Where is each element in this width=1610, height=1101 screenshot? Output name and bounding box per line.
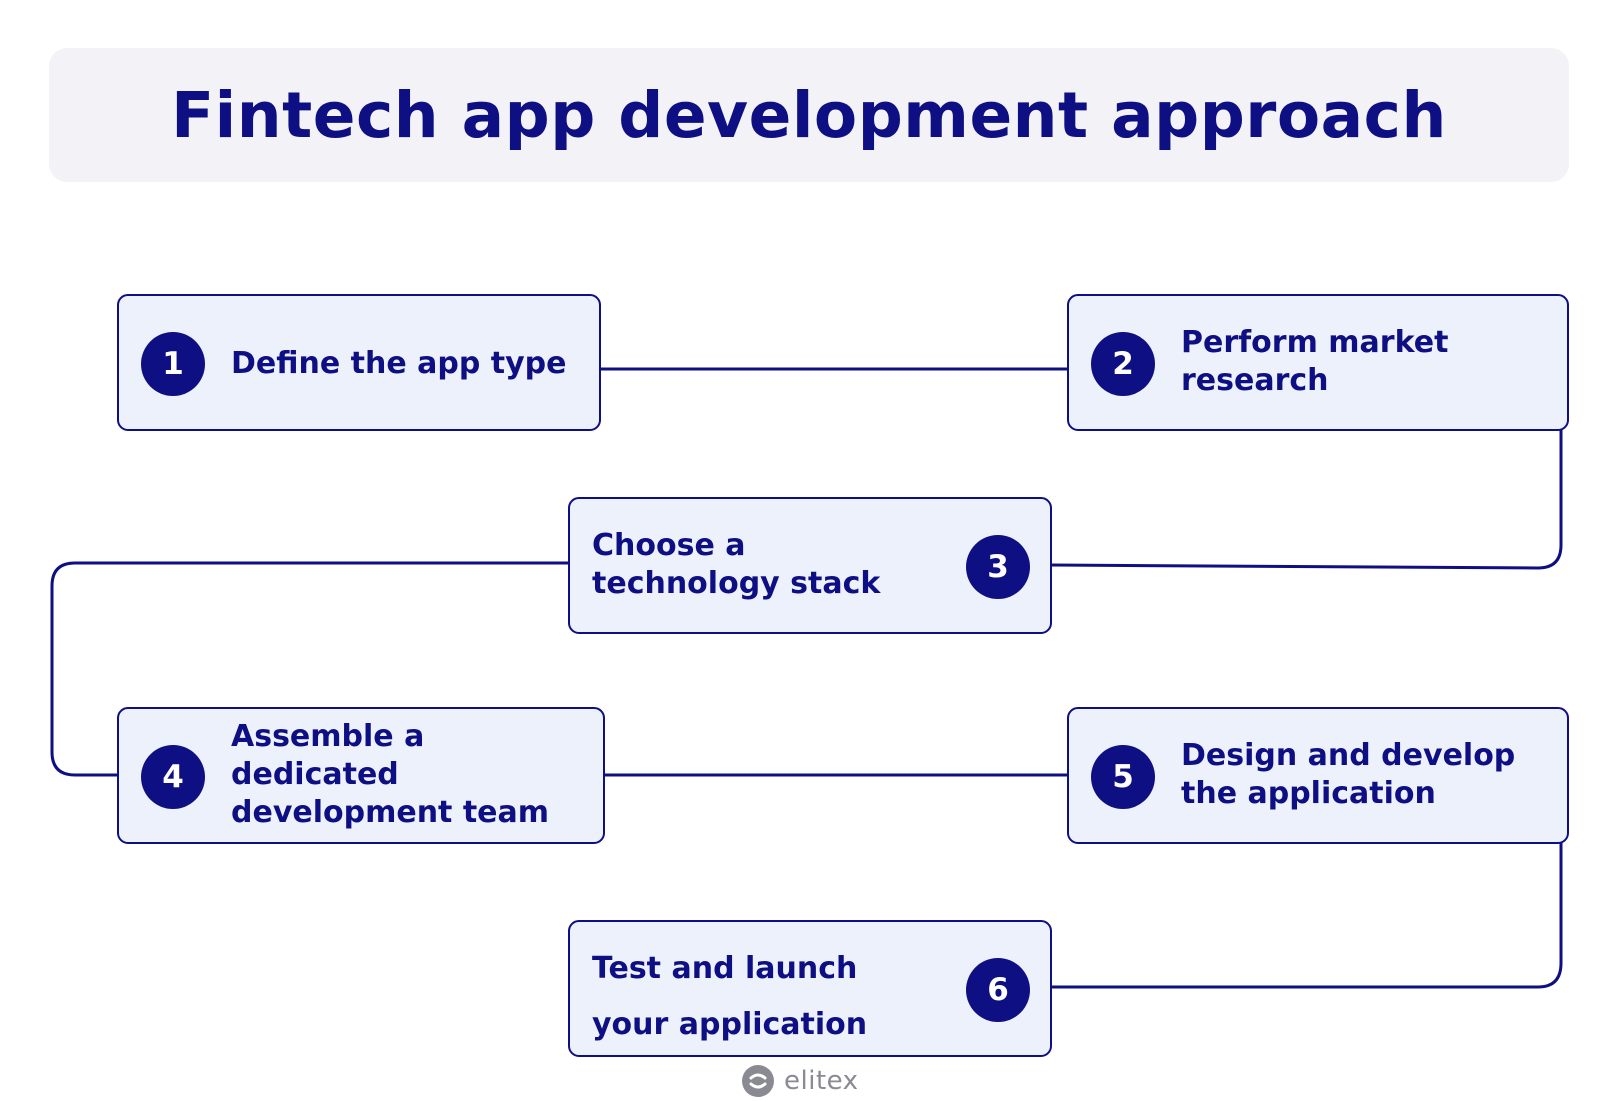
logo-text: elitex [784,1066,859,1096]
step-4-card: 4 Assemble a dedicated development team [117,707,605,844]
step-3-number-badge: 3 [966,535,1030,599]
step-2-label: Perform market research [1181,325,1449,398]
step-3-card: Choose a technology stack 3 [568,497,1052,634]
connector-3-4 [50,561,568,777]
step-4-label: Assemble a dedicated development team [231,719,550,830]
step-6-number-badge: 6 [966,958,1030,1022]
connector-2-3 [1050,430,1563,570]
step-6-card: Test and launch your application 6 [568,920,1052,1057]
step-1-label: Define the app type [231,346,567,381]
step-2-card: 2 Perform market research [1067,294,1569,431]
connector-5-6 [1051,843,1563,989]
step-5-number-badge: 5 [1091,745,1155,809]
elitex-logo: elitex [742,1061,859,1101]
step-5-card: 5 Design and develop the application [1067,707,1569,844]
title-banner: Fintech app development approach [49,48,1569,182]
step-6-label: Test and launch your application [592,951,868,1042]
step-3-label: Choose a technology stack [592,528,881,601]
step-4-number-badge: 4 [141,745,205,809]
page-title: Fintech app development approach [171,78,1447,152]
step-1-card: 1 Define the app type [117,294,601,431]
step-1-number-badge: 1 [141,332,205,396]
step-5-label: Design and develop the application [1181,738,1516,811]
step-2-number-badge: 2 [1091,332,1155,396]
elitex-logo-icon [742,1065,774,1097]
